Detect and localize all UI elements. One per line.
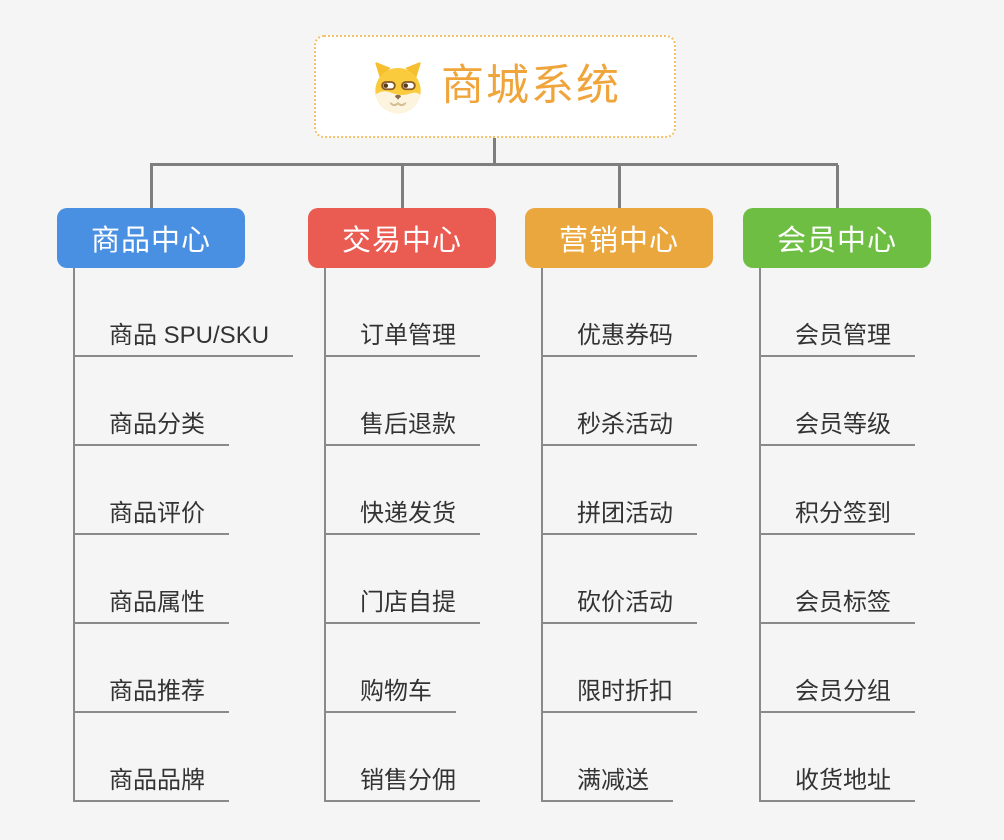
dog-face-icon: [375, 61, 421, 113]
branch-children-member: 会员管理 会员等级 积分签到 会员标签 会员分组 收货地址: [759, 268, 931, 802]
leaf-node[interactable]: 砍价活动: [543, 535, 697, 624]
connector-drop-marketing: [618, 165, 621, 208]
leaf-node[interactable]: 优惠券码: [543, 268, 697, 357]
leaf-node[interactable]: 商品属性: [75, 535, 229, 624]
leaf-node[interactable]: 购物车: [326, 624, 456, 713]
branch-trade-center: 交易中心 订单管理 售后退款 快递发货 门店自提 购物车 销售分佣: [308, 208, 496, 802]
branch-node-marketing-center[interactable]: 营销中心: [525, 208, 713, 268]
leaf-node[interactable]: 商品 SPU/SKU: [75, 268, 294, 357]
leaf-node[interactable]: 会员管理: [761, 268, 915, 357]
branch-children-marketing: 优惠券码 秒杀活动 拼团活动 砍价活动 限时折扣 满减送: [541, 268, 713, 802]
leaf-node[interactable]: 秒杀活动: [543, 357, 697, 446]
leaf-node[interactable]: 会员等级: [761, 357, 915, 446]
branch-product-center: 商品中心 商品 SPU/SKU 商品分类 商品评价 商品属性 商品推荐 商品品牌: [57, 208, 294, 802]
branch-marketing-center: 营销中心 优惠券码 秒杀活动 拼团活动 砍价活动 限时折扣 满减送: [525, 208, 713, 802]
leaf-node[interactable]: 拼团活动: [543, 446, 697, 535]
leaf-node[interactable]: 快递发货: [326, 446, 480, 535]
branch-children-trade: 订单管理 售后退款 快递发货 门店自提 购物车 销售分佣: [324, 268, 496, 802]
connector-drop-member: [836, 165, 839, 208]
branch-node-member-center[interactable]: 会员中心: [743, 208, 931, 268]
root-title: 商城系统: [441, 62, 621, 110]
branch-node-product-center[interactable]: 商品中心: [57, 208, 245, 268]
branch-member-center: 会员中心 会员管理 会员等级 积分签到 会员标签 会员分组 收货地址: [743, 208, 931, 802]
leaf-node[interactable]: 商品评价: [75, 446, 229, 535]
leaf-node[interactable]: 积分签到: [761, 446, 915, 535]
leaf-node[interactable]: 销售分佣: [326, 713, 480, 802]
leaf-node[interactable]: 满减送: [543, 713, 673, 802]
leaf-node[interactable]: 商品分类: [75, 357, 229, 446]
leaf-node[interactable]: 会员分组: [761, 624, 915, 713]
leaf-node[interactable]: 售后退款: [326, 357, 480, 446]
branch-children-product: 商品 SPU/SKU 商品分类 商品评价 商品属性 商品推荐 商品品牌: [73, 268, 294, 802]
leaf-node[interactable]: 商品品牌: [75, 713, 229, 802]
connector-drop-trade: [401, 165, 404, 208]
root-node[interactable]: 商城系统: [314, 35, 676, 138]
branch-node-trade-center[interactable]: 交易中心: [308, 208, 496, 268]
leaf-node[interactable]: 会员标签: [761, 535, 915, 624]
leaf-node[interactable]: 商品推荐: [75, 624, 229, 713]
connector-rail: [150, 163, 838, 166]
leaf-node[interactable]: 订单管理: [326, 268, 480, 357]
leaf-node[interactable]: 限时折扣: [543, 624, 697, 713]
leaf-node[interactable]: 门店自提: [326, 535, 480, 624]
leaf-node[interactable]: 收货地址: [761, 713, 915, 802]
connector-root-vertical: [493, 138, 496, 165]
connector-drop-product: [150, 165, 153, 208]
